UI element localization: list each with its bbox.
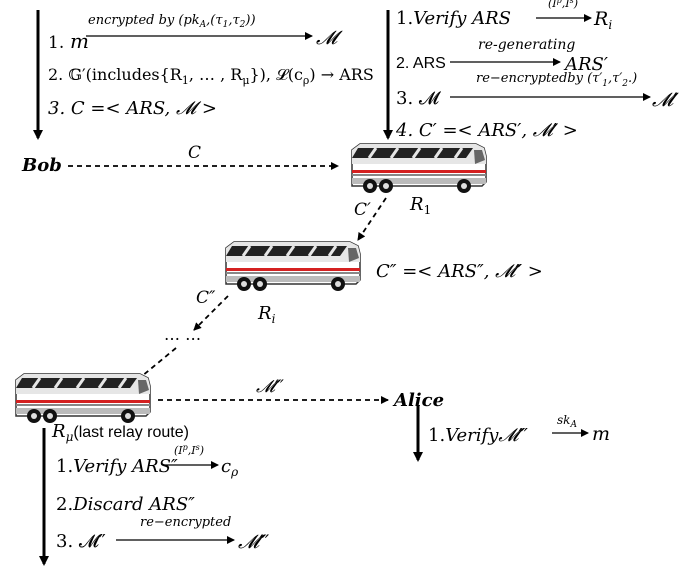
relay1-step-2: 2. ARS re-generating ARS′	[396, 37, 608, 75]
svg-text:2. 𝔾′(includes{R1, … , Rμ}),: 2. 𝔾′(includes{R1, … , Rμ}), 𝓛(cρ) → ARS	[48, 65, 374, 87]
relay1-step-1: 1.Verify ARS (Ip,Is) Ri	[396, 0, 612, 32]
svg-text:1.Verify ARS: 1.Verify ARS	[396, 8, 511, 29]
bob-step-1: 1. m encrypted by (pkA,(τ1,τ2)) 𝓜	[48, 13, 343, 53]
svg-text:ARS′: ARS′	[563, 54, 608, 75]
last-relay-step-1: 1.Verify ARS″ (Ip,Is) cρ	[56, 443, 238, 479]
svg-text:re−encryptedby (τ′1,τ′2.): re−encryptedby (τ′1,τ′2.)	[476, 71, 637, 89]
svg-text:m: m	[70, 29, 89, 53]
relay1-edge-label: C′	[354, 200, 371, 220]
svg-text:1.Verify ARS″: 1.Verify ARS″	[56, 456, 178, 477]
relayi-message: C″ =< ARS″, 𝓜″ >	[376, 261, 543, 282]
relayi-label: Ri	[257, 303, 276, 326]
relayi-to-dots-arrow	[193, 295, 229, 331]
relay1-step-3: 3. 𝓜 re−encryptedby (τ′1,τ′2.) 𝓜′	[396, 71, 679, 111]
bob-step-3: 3. C =< ARS, 𝓜 >	[48, 98, 217, 119]
svg-text:skA: skA	[557, 413, 577, 430]
last-relay-step-2: 2.Discard ARS″	[56, 494, 195, 515]
bob-label: Bob	[21, 155, 62, 176]
svg-text:2. ARS: 2. ARS	[396, 55, 446, 72]
last-relay-label: Rμ(last relay route)	[51, 421, 189, 444]
svg-text:(Ip,Is): (Ip,Is)	[174, 443, 204, 457]
last-relay-edge-label: 𝓜‴	[256, 377, 284, 397]
svg-text:re-generating: re-generating	[478, 37, 575, 53]
svg-text:m: m	[592, 423, 610, 445]
relay1-bus-icon	[350, 142, 488, 195]
svg-text:cρ: cρ	[221, 456, 238, 479]
svg-text:𝓜′: 𝓜′	[652, 89, 679, 111]
alice-label: Alice	[392, 390, 444, 411]
svg-text:1.: 1.	[48, 33, 64, 53]
svg-text:re−encrypted: re−encrypted	[140, 515, 231, 530]
relayi-bus-icon	[224, 240, 362, 293]
relay1-step-4: 4. C′ =< ARS′, 𝓜′ >	[395, 120, 578, 141]
relay1-label: R1	[409, 194, 431, 217]
ellipsis: … …	[164, 325, 201, 344]
svg-text:3. 𝓜″: 3. 𝓜″	[56, 531, 106, 552]
svg-text:1.Verify𝓜‴: 1.Verify𝓜‴	[428, 425, 529, 446]
svg-text:(Ip,Is): (Ip,Is)	[548, 0, 578, 10]
bob-edge-label: C	[188, 143, 201, 163]
last-relay-step-3: 3. 𝓜″ re−encrypted 𝓜‴	[56, 515, 269, 553]
bob-step-2: 2. 𝔾′(includes{R1, … , Rμ}), 𝓛(cρ) → ARS	[48, 65, 374, 87]
alice-step-1: 1.Verify𝓜‴ skA m	[428, 413, 610, 446]
last-relay-bus-icon	[14, 372, 152, 425]
svg-text:Ri: Ri	[593, 8, 612, 32]
svg-text:3. 𝓜: 3. 𝓜	[396, 88, 442, 109]
svg-text:𝓜‴: 𝓜‴	[238, 531, 269, 553]
relayi-edge-label: C″	[196, 288, 216, 308]
svg-text:encrypted by (pkA,(τ1,τ2)): encrypted by (pkA,(τ1,τ2))	[88, 13, 256, 30]
svg-text:𝓜: 𝓜	[316, 27, 343, 49]
